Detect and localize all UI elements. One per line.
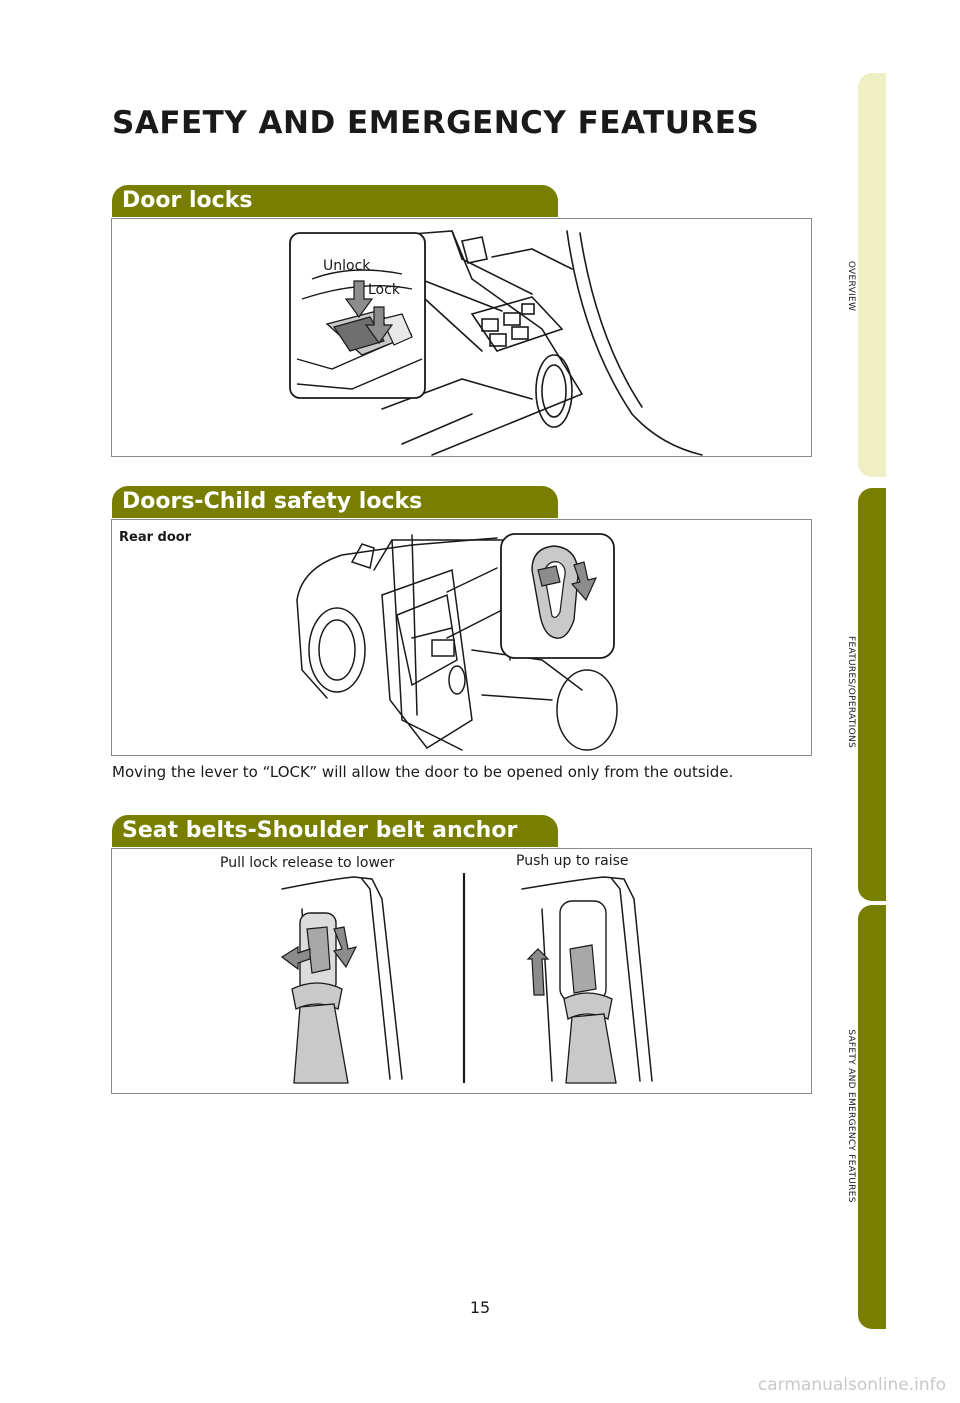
side-tab-overview[interactable] (858, 73, 886, 477)
raise-label: Push up to raise (516, 853, 629, 869)
rear-door-label: Rear door (119, 530, 192, 545)
lower-label: Pull lock release to lower (220, 855, 395, 871)
rear-door-illustration (296, 533, 618, 751)
section-tab-child-locks: Doors-Child safety locks (112, 486, 558, 518)
lock-label: Lock (368, 282, 400, 298)
side-label-overview: OVERVIEW (846, 260, 856, 312)
unlock-label: Unlock (323, 258, 371, 274)
page-title: SAFETY AND EMERGENCY FEATURES (112, 105, 760, 141)
side-label-features-operations: FEATURES/OPERATIONS (846, 635, 856, 749)
side-label-safety-emergency: SAFETY AND EMERGENCY FEATURES (846, 1029, 856, 1203)
section-tab-door-locks: Door locks (112, 185, 558, 217)
watermark[interactable]: carmanualsonline.info (757, 1375, 946, 1395)
child-locks-panel: Rear door (111, 519, 812, 756)
side-tab-safety-emergency[interactable] (858, 905, 886, 1329)
side-tab-features-operations[interactable] (858, 488, 886, 901)
door-locks-panel: Unlock Lock (111, 218, 812, 457)
section-title: Door locks (122, 188, 253, 213)
child-locks-caption: Moving the lever to “LOCK” will allow th… (112, 763, 734, 781)
page-number: 15 (469, 1298, 491, 1317)
section-title: Seat belts-Shoulder belt anchor (122, 818, 518, 843)
door-lock-illustration (289, 230, 703, 456)
section-tab-belt-anchor: Seat belts-Shoulder belt anchor (112, 815, 558, 847)
belt-anchor-illustration (280, 873, 653, 1084)
section-title: Doors-Child safety locks (122, 489, 423, 514)
belt-anchor-panel: Pull lock release to lower Push up to ra… (111, 848, 812, 1094)
